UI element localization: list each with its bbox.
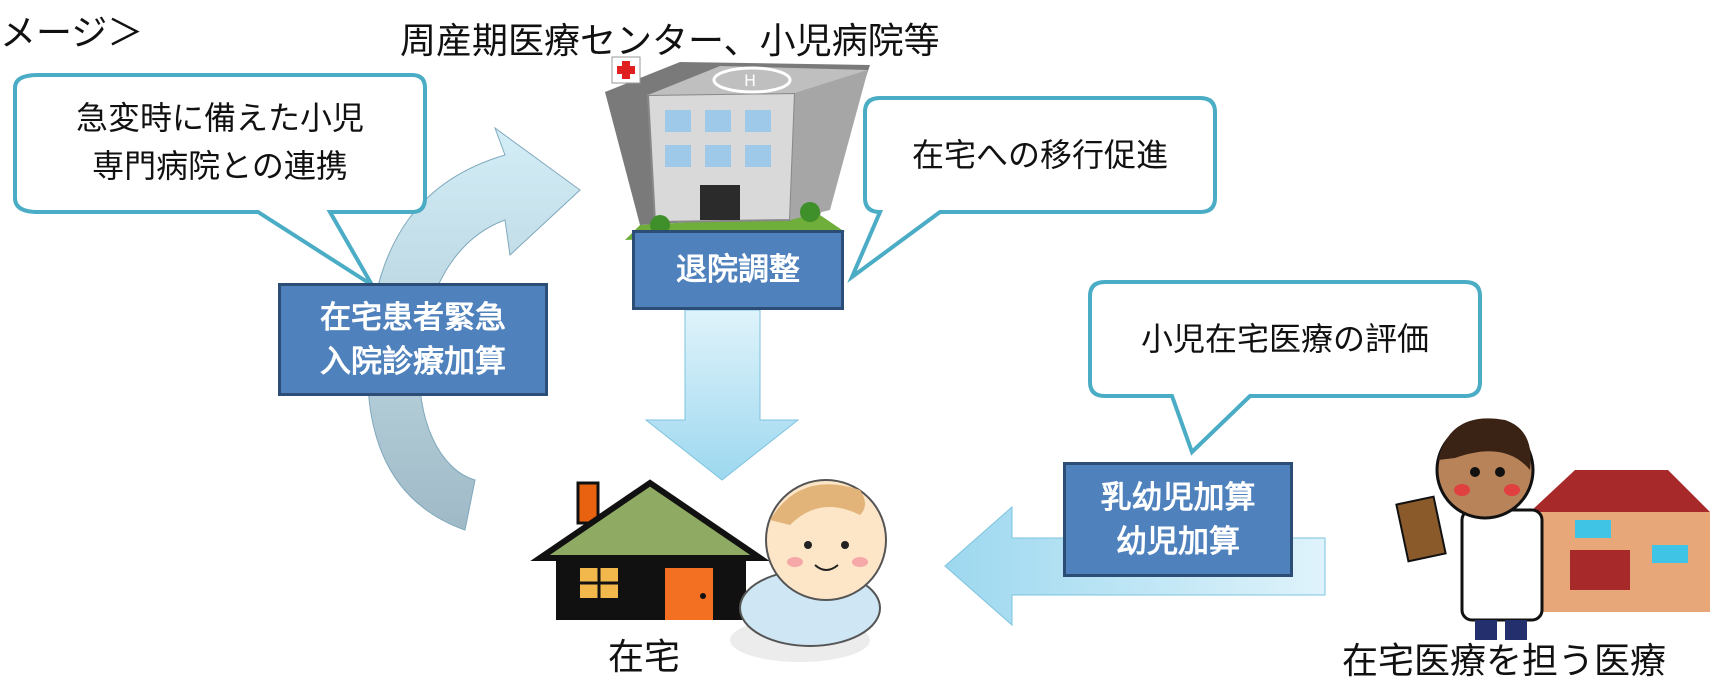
hospital-title: 周産期医療センター、小児病院等	[400, 21, 940, 62]
home-care-provider-label: 在宅医療を担う医療	[1342, 641, 1667, 682]
bubble-transition-outline	[847, 96, 1217, 284]
home-label: 在宅	[608, 637, 681, 678]
bubble-pediatric-eval-text: 小児在宅医療の評価	[1140, 320, 1429, 358]
bubble-emergency-link-text: 急変時に備えた小児 専門病院との連携	[15, 94, 425, 190]
bubble-emergency-outline	[13, 73, 427, 287]
infant-addition-box: 乳幼児加算 幼児加算	[1063, 462, 1293, 577]
discharge-coordination-box: 退院調整	[632, 230, 844, 310]
partial-title: メージ＞	[0, 13, 144, 54]
bubble-emergency-link-label: 急変時に備えた小児 専門病院との連携	[75, 99, 364, 185]
down-arrow	[644, 309, 800, 481]
bubble-eval-outline	[1088, 280, 1482, 456]
hospital-illustration: H	[605, 56, 870, 240]
svg-text:H: H	[744, 71, 756, 90]
bubble-home-transition-text: 在宅への移行促進	[911, 136, 1168, 174]
emergency-admission-box: 在宅患者緊急 入院診療加算	[278, 283, 548, 396]
home-illustration	[530, 479, 770, 620]
baby-illustration	[730, 479, 887, 662]
doctor-house-illustration	[1395, 418, 1710, 640]
